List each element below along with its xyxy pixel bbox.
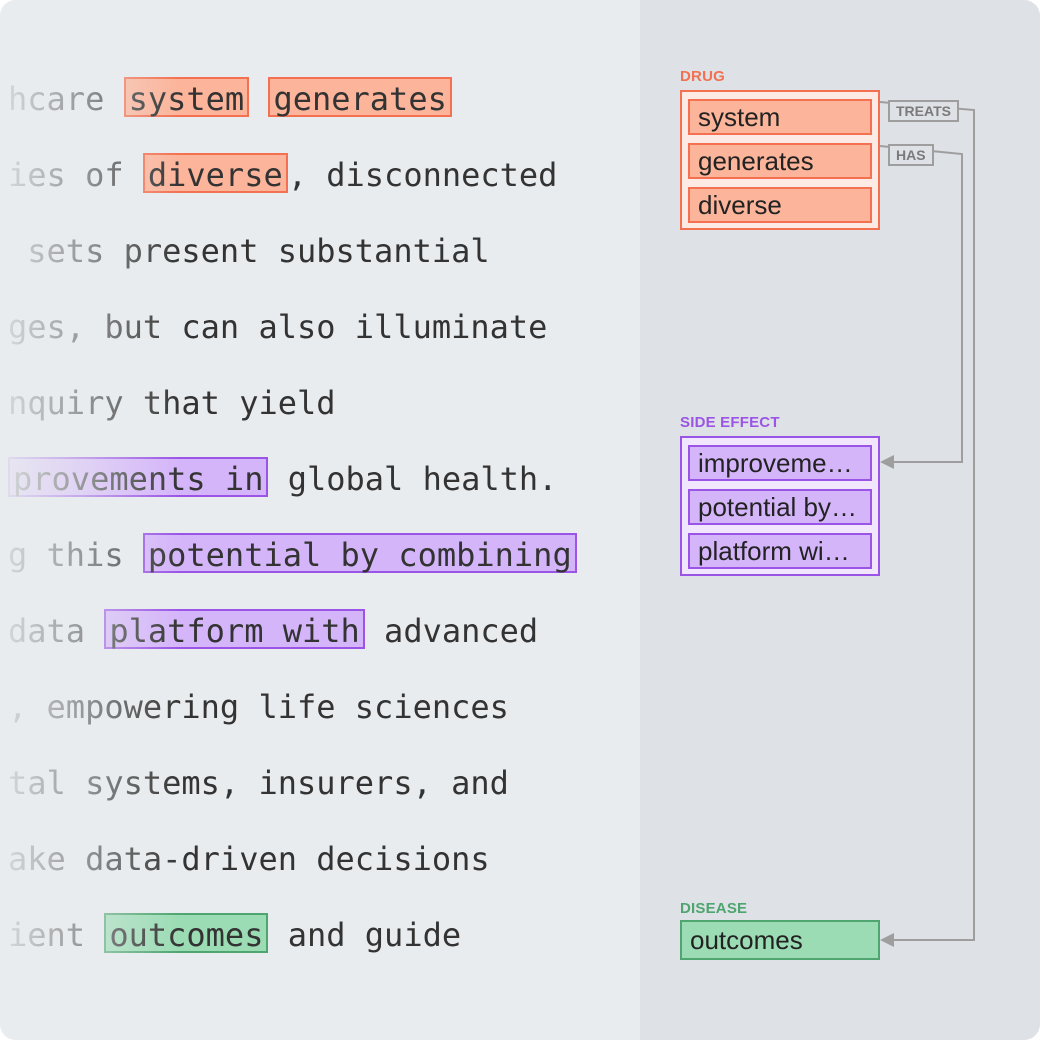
drug-highlight[interactable]: system [123,77,250,118]
passage-line: g this potential by combining [8,533,577,577]
passage-text-segment: ient [8,916,105,954]
passage-line: tal systems, insurers, and [8,761,509,805]
side-effect-highlight[interactable]: platform with [104,609,365,650]
side-effect-group-label: SIDE EFFECT [680,414,780,431]
passage-line: ient outcomes and guide [8,913,461,957]
passage-text-segment [249,80,268,118]
passage-text-segment: data [8,612,105,650]
treats-connector [879,101,975,947]
drug-highlight[interactable]: diverse [142,153,288,194]
side-effect-group: improveme… potential by… platform wi… [680,436,880,576]
passage-text-segment: tal systems, insurers, and [8,764,509,802]
disease-chip-outcomes[interactable]: outcomes [680,920,880,960]
relation-connectors [879,101,975,947]
passage-text-segment: ake data-driven decisions [8,840,490,878]
passage-text-segment: ies of [8,156,143,194]
side-effect-chip-platform[interactable]: platform wi… [688,533,872,569]
disease-group-label: DISEASE [680,900,748,917]
passage-text-segment: , disconnected [287,156,558,194]
passage-text-segment: global health. [268,460,558,498]
passage-line: ies of diverse, disconnected [8,153,557,197]
passage-line: data platform with advanced [8,609,538,653]
drug-group-label: DRUG [680,68,725,85]
passage-text-segment: advanced [364,612,539,650]
passage-text-segment: nquiry that yield [8,384,336,422]
drug-group: system generates diverse [680,90,880,230]
passage-text-segment: ges, but can also illuminate [8,308,548,346]
passage-text-segment: and guide [268,916,462,954]
entity-panel: DRUG system generates diverse TREATS HAS… [640,0,1040,1040]
drug-chip-system[interactable]: system [688,99,872,135]
passage-panel: hcare system generates ies of diverse, di… [0,0,577,1040]
passage-line: hcare system generates [8,77,452,121]
treats-relation-tag[interactable]: TREATS [888,100,959,122]
passage-line: ake data-driven decisions [8,837,490,881]
drug-chip-generates[interactable]: generates [688,143,872,179]
passage-text-segment: sets present substantial [8,232,490,270]
side-effect-highlight[interactable]: provements in [8,457,269,498]
side-effect-chip-potential[interactable]: potential by… [688,489,872,525]
passage-line: , empowering life sciences [8,685,509,729]
passage-line: nquiry that yield [8,381,336,425]
has-relation-tag[interactable]: HAS [888,144,934,166]
side-effect-chip-improvements[interactable]: improveme… [688,445,872,481]
drug-highlight[interactable]: generates [268,77,452,118]
passage-text-segment: , empowering life sciences [8,688,509,726]
has-connector [879,145,963,469]
passage-line: ges, but can also illuminate [8,305,547,349]
passage-line: sets present substantial [8,229,490,273]
passage-text-segment: hcare [8,80,124,118]
passage-line: provements in global health. [8,457,557,501]
disease-highlight[interactable]: outcomes [104,913,269,954]
drug-chip-diverse[interactable]: diverse [688,187,872,223]
side-effect-highlight[interactable]: potential by combining [142,533,577,574]
passage-text-segment: g this [8,536,143,574]
